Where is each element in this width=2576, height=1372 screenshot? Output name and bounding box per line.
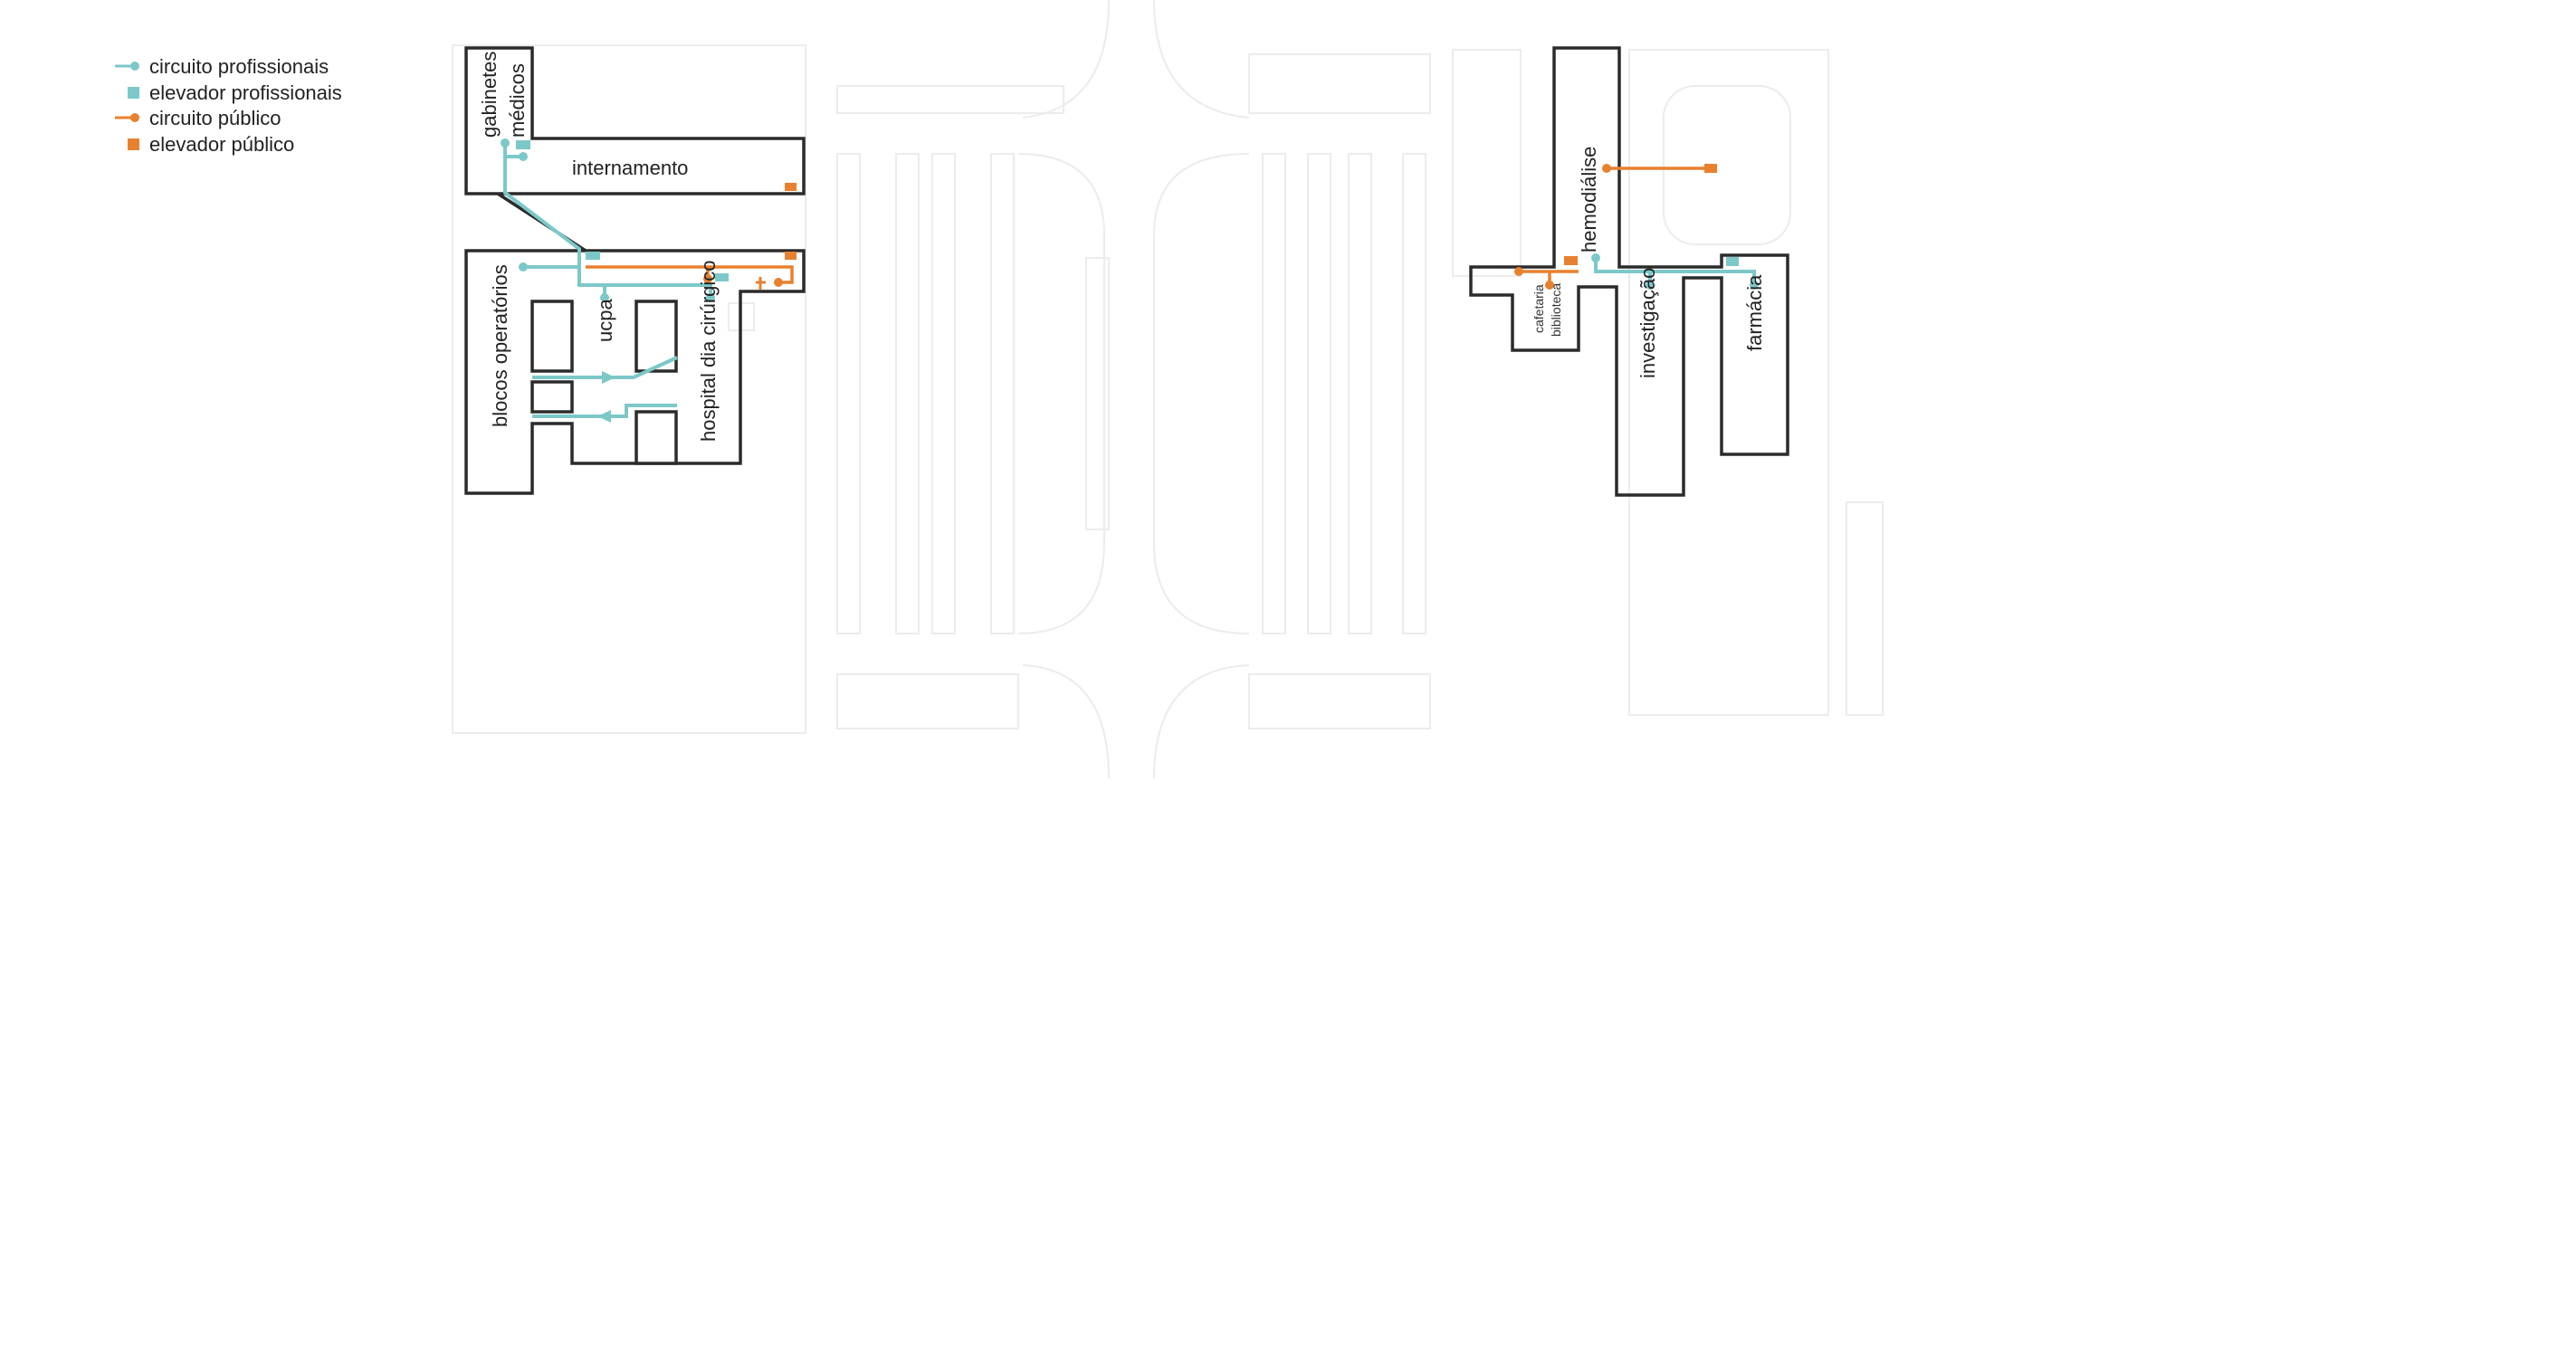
label-cafetaria: cafetaria [1531,284,1546,333]
arrow-right-icon [602,371,615,384]
cyan-square-icon [128,87,139,99]
professional-circuit [501,138,729,423]
east-building-outline [1469,46,1789,497]
legend-item-circuito-profissionais: circuito profissionais [115,55,329,78]
legend: circuito profissionais elevador profissi… [115,55,342,156]
professional-elevator [586,252,600,260]
chapel-cross-icon [756,277,766,290]
courtyard [530,380,574,414]
public-elevator [785,252,797,260]
public-elevator [785,183,797,191]
access-point [600,293,609,302]
professional-elevator [715,273,729,281]
courtyard [634,410,678,465]
label-ucpa: ucpa [594,299,616,342]
legend-label: elevador profissionais [149,81,342,104]
professional-elevator [516,140,530,149]
label-farmacia: farmácia [1743,274,1766,351]
orange-square-icon [128,138,139,150]
professional-circuit [1591,253,1759,290]
label-internamento: internamento [572,157,688,179]
courtyard [530,300,574,373]
access-point [1602,164,1611,173]
legend-item-elevador-profissionais: elevador profissionais [128,81,342,104]
public-circuit [1514,164,1717,290]
legend-label: circuito público [149,107,281,129]
legend-item-circuito-publico: circuito público [115,107,281,129]
professional-elevator [1726,257,1739,266]
label-hemodialise: hemodiálise [1578,147,1600,252]
access-point [501,138,510,148]
public-elevator [1704,164,1717,173]
access-point [1646,281,1655,290]
legend-item-elevador-publico: elevador público [128,133,294,156]
legend-label: elevador público [149,133,294,156]
east-building: hemodiálise cafetaria biblioteca investi… [1469,46,1789,497]
access-point [1750,281,1759,290]
label-gabinetes: gabinetes [478,52,501,138]
west-building: gabinetes médicos internamento ucpa bloc… [464,46,806,495]
access-point [1591,253,1600,262]
access-point [774,278,783,287]
access-point [1514,267,1523,276]
access-point [703,274,712,283]
label-hospital-dia-cirurgico: hospital dia cirúrgico [697,260,720,442]
access-point [1545,281,1554,290]
cyan-dot-icon [130,62,139,71]
access-point [519,262,528,272]
public-elevator [1564,256,1578,265]
label-investigacao: investigação [1636,268,1659,378]
access-point [519,152,528,161]
site-background [452,0,1884,779]
label-blocos-operatorios: blocos operatórios [489,264,511,427]
lower-wing-outline [464,249,806,495]
orange-dot-icon [130,113,139,122]
access-point [706,293,715,302]
arrow-left-icon [597,410,611,423]
public-circuit [586,183,797,290]
legend-label: circuito profissionais [149,55,329,78]
label-medicos: médicos [506,63,529,138]
label-biblioteca: biblioteca [1549,283,1563,337]
